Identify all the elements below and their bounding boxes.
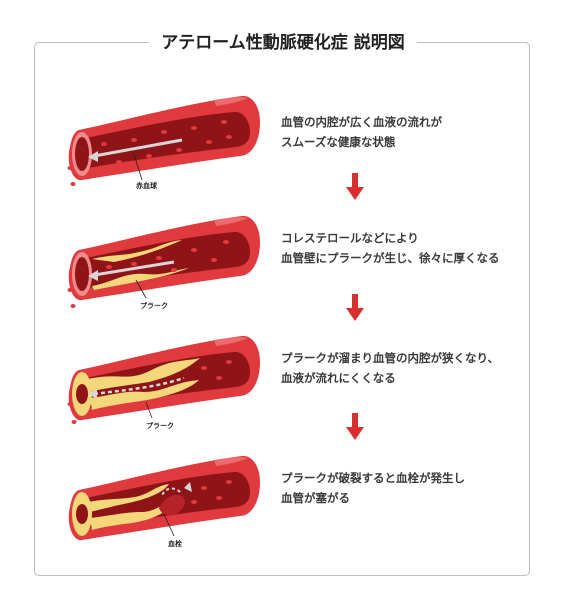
down-arrow-icon bbox=[346, 173, 364, 200]
step-plaque-forming-line-1: コレステロールなどにより bbox=[281, 231, 419, 245]
step-healthy-line-1: 血管の内腔が広く血液の流れが bbox=[281, 115, 442, 129]
label-thrombus: 血栓 bbox=[168, 539, 182, 548]
step-thrombus-line-1: プラークが破裂すると血栓が発生し bbox=[281, 471, 465, 485]
vessel-narrowed-illustration: プラーク bbox=[67, 335, 261, 430]
diagram-title: アテローム性動脈硬化症 説明図 bbox=[0, 32, 566, 54]
step-narrowed-line-2: 血液が流れにくくなる bbox=[281, 371, 396, 385]
label-plaque-3: プラーク bbox=[146, 421, 174, 430]
down-arrow-icon bbox=[346, 413, 364, 440]
down-arrow-icon bbox=[346, 294, 364, 321]
vessel-healthy-illustration: 赤血球 bbox=[67, 95, 261, 190]
label-red-blood-cell: 赤血球 bbox=[136, 181, 158, 190]
step-plaque-forming-line-2: 血管壁にプラークが生じ、徐々に厚くなる bbox=[281, 251, 500, 265]
step-plaque-forming-description: コレステロールなどにより 血管壁にプラークが生じ、徐々に厚くなる bbox=[281, 228, 521, 268]
step-narrowed-line-1: プラークが溜まり血管の内腔が狭くなり、 bbox=[281, 351, 500, 365]
vessel-plaque-forming-illustration: プラーク bbox=[67, 215, 261, 310]
step-narrowed-description: プラークが溜まり血管の内腔が狭くなり、 血液が流れにくくなる bbox=[281, 348, 521, 388]
step-thrombus-line-2: 血管が塞がる bbox=[281, 491, 350, 505]
step-healthy-line-2: スムーズな健康な状態 bbox=[281, 135, 396, 149]
label-plaque-2: プラーク bbox=[140, 301, 168, 310]
step-healthy-description: 血管の内腔が広く血液の流れが スムーズな健康な状態 bbox=[281, 112, 521, 152]
vessel-thrombus-illustration: 血栓 bbox=[68, 455, 261, 548]
step-thrombus-description: プラークが破裂すると血栓が発生し 血管が塞がる bbox=[281, 468, 521, 508]
